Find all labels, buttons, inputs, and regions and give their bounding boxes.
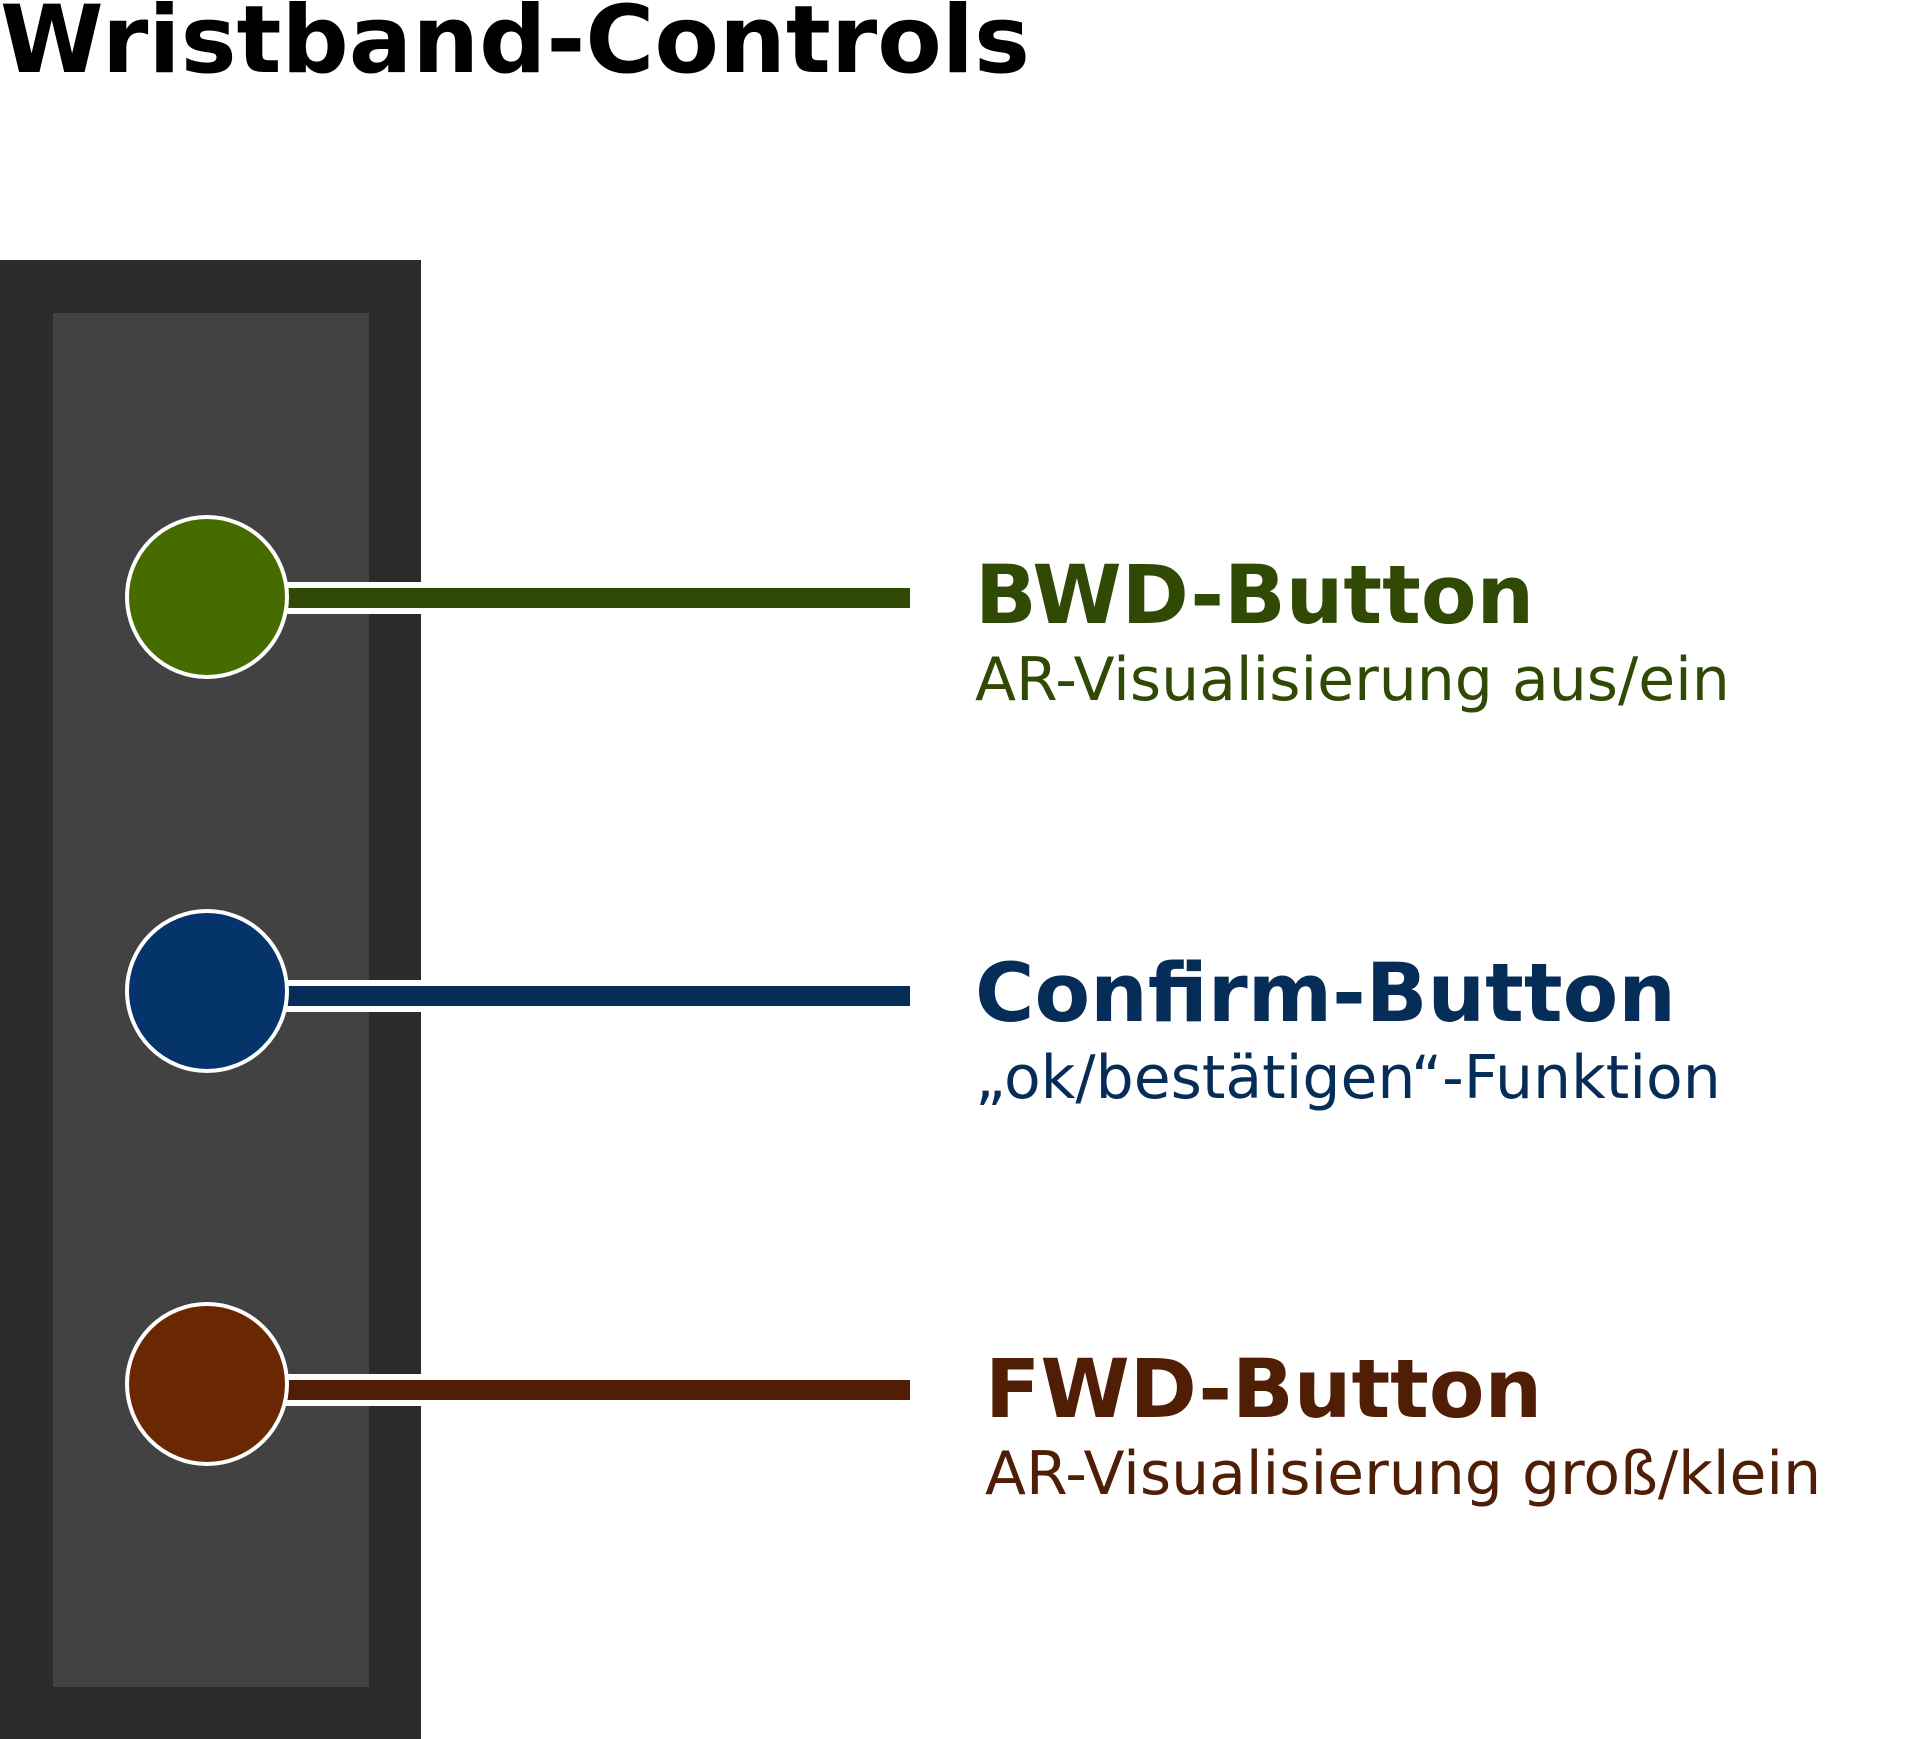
bwd-leader-line (210, 588, 910, 608)
bwd-button[interactable] (125, 515, 289, 679)
fwd-button[interactable] (125, 1302, 289, 1466)
confirm-button[interactable] (125, 909, 289, 1073)
bwd-connector (210, 582, 910, 614)
fwd-button-description: AR-Visualisierung groß/klein (985, 1439, 1822, 1509)
confirm-button-description: „ok/bestätigen“-Funktion (975, 1043, 1721, 1113)
bwd-button-name: BWD-Button (975, 549, 1535, 643)
confirm-leader-line (210, 986, 910, 1006)
diagram-title: Wristband-Controls (0, 0, 1030, 95)
fwd-button-name: FWD-Button (985, 1343, 1543, 1437)
fwd-leader-line (210, 1380, 910, 1400)
confirm-connector (210, 980, 910, 1012)
bwd-button-description: AR-Visualisierung aus/ein (975, 645, 1730, 715)
fwd-label: FWD-Button AR-Visualisierung groß/klein (985, 1343, 1822, 1509)
confirm-label: Confirm-Button „ok/bestätigen“-Funktion (975, 947, 1721, 1113)
fwd-connector (210, 1374, 910, 1406)
confirm-button-name: Confirm-Button (975, 947, 1676, 1041)
bwd-label: BWD-Button AR-Visualisierung aus/ein (975, 549, 1730, 715)
